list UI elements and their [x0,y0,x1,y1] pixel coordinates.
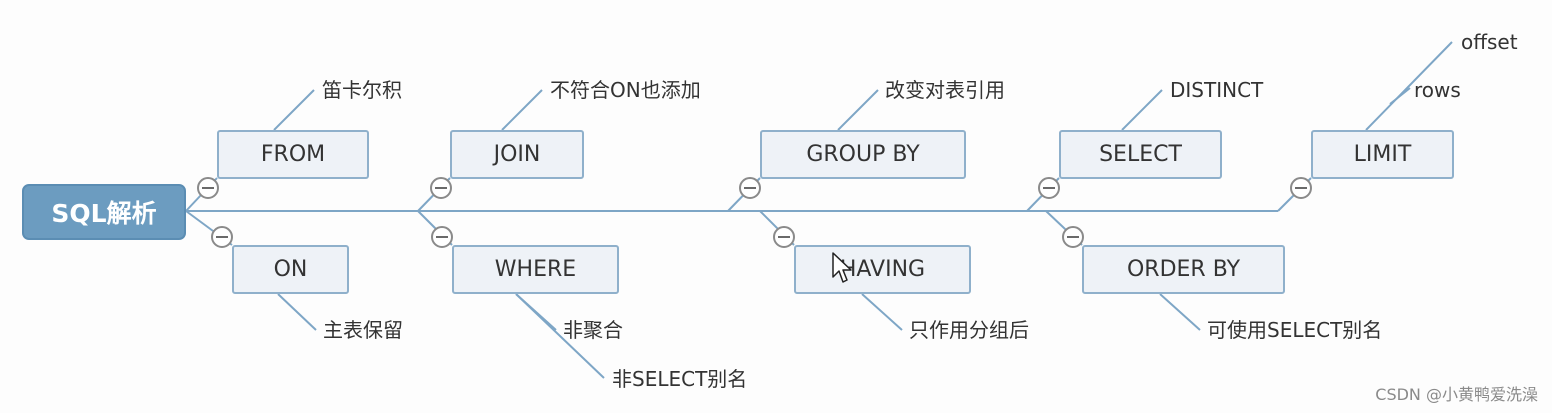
leader-order-by-note [1159,293,1201,331]
node-order-by-label: ORDER BY [1126,257,1241,282]
node-group-by-label: GROUP BY [806,142,920,167]
collapse-toggle-where[interactable] [431,226,453,248]
node-join-label: JOIN [493,142,541,167]
node-select-label: SELECT [1099,142,1182,167]
note-limit-rows[interactable]: rows [1414,78,1461,102]
leader-from-note [273,89,315,131]
collapse-toggle-on[interactable] [211,226,233,248]
collapse-toggle-group-by[interactable] [739,177,761,199]
leader-where-note-2 [515,293,605,379]
leader-group-by-note [837,89,879,131]
collapse-toggle-join[interactable] [430,177,452,199]
node-from-label: FROM [260,142,326,167]
note-where-non-aggregate[interactable]: 非聚合 [563,318,623,342]
watermark: CSDN @小黄鸭爱洗澡 [1375,385,1538,404]
node-order-by[interactable]: ORDER BY [1082,245,1285,294]
node-on-label: ON [273,257,308,282]
note-join[interactable]: 不符合ON也添加 [550,78,701,102]
collapse-toggle-from[interactable] [197,177,219,199]
leader-on-note [277,293,317,331]
node-select[interactable]: SELECT [1059,130,1222,179]
note-having[interactable]: 只作用分组后 [909,318,1029,342]
collapse-toggle-having[interactable] [773,226,795,248]
note-select[interactable]: DISTINCT [1170,78,1264,102]
node-where-label: WHERE [494,257,577,282]
note-limit-offset[interactable]: offset [1461,30,1518,54]
node-having[interactable]: HAVING [794,245,971,294]
root-node-label: SQL解析 [51,199,157,228]
node-from[interactable]: FROM [217,130,369,179]
note-on[interactable]: 主表保留 [323,318,403,342]
leader-limit-note-1 [1365,41,1453,131]
collapse-toggle-limit[interactable] [1290,177,1312,199]
leader-limit-note-2 [1389,87,1411,105]
node-join[interactable]: JOIN [450,130,584,179]
leader-join-note [501,89,543,131]
node-group-by[interactable]: GROUP BY [760,130,966,179]
mouse-cursor-icon [832,252,852,283]
leader-having-note [861,293,903,331]
node-on[interactable]: ON [232,245,349,294]
node-where[interactable]: WHERE [452,245,619,294]
node-limit[interactable]: LIMIT [1311,130,1454,179]
leader-select-note [1121,89,1163,131]
root-node-sql-parse[interactable]: SQL解析 [22,184,186,240]
node-having-label: HAVING [839,257,926,282]
note-group-by[interactable]: 改变对表引用 [885,78,1005,102]
collapse-toggle-select[interactable] [1038,177,1060,199]
node-limit-label: LIMIT [1353,142,1412,167]
note-order-by[interactable]: 可使用SELECT别名 [1207,318,1383,342]
note-where-non-select-alias[interactable]: 非SELECT别名 [612,367,748,391]
note-from[interactable]: 笛卡尔积 [322,78,402,102]
collapse-toggle-order-by[interactable] [1062,226,1084,248]
